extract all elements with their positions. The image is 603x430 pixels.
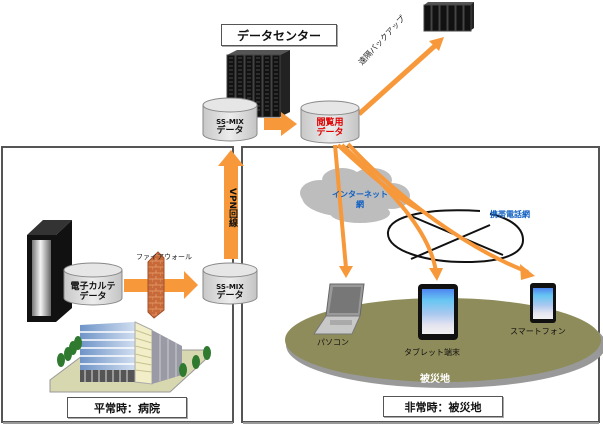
hospital-building	[49, 321, 211, 393]
pc-label: パソコン	[317, 338, 349, 347]
ground-label: 被災地	[420, 374, 450, 385]
backup-arrow	[357, 37, 444, 116]
rack-unit	[439, 4, 448, 32]
internet-label-line1: インターネット	[332, 190, 388, 199]
hospital-ssmix-line2: データ	[216, 291, 244, 302]
internet-label-line2: 網	[356, 200, 364, 210]
distribution-arrows	[333, 142, 529, 274]
rack-unit	[447, 4, 456, 32]
internet-cloud	[300, 168, 410, 223]
dc-ssmix-db-label: SS-MIX データ	[203, 118, 257, 136]
tablet-icon	[418, 284, 458, 340]
emr-line1: 電子カルテ	[70, 282, 116, 292]
dc-ssmix-line2: データ	[216, 126, 244, 137]
hospital-server-tower	[27, 220, 72, 322]
dc-viewer-line1: 閲覧用	[316, 118, 344, 128]
hospital-caption: 平常時：病院	[67, 397, 187, 418]
smartphone-label: スマートフォン	[510, 327, 566, 336]
backup-server-rack	[423, 2, 474, 32]
emr-db-cylinder	[63, 262, 123, 306]
arrow-to-smartphone	[346, 142, 529, 274]
hospital-ssmix-db-cylinder	[202, 262, 258, 305]
tablet-label: タブレット端末	[404, 348, 460, 357]
arrowhead-smartphone	[520, 264, 535, 280]
arrowhead-tablet	[429, 268, 443, 281]
laptop-icon	[313, 283, 365, 335]
firewall-icon	[147, 251, 165, 319]
rack-unit	[455, 4, 464, 32]
dc-ssmix-db-cylinder	[202, 97, 258, 142]
emr-line2: データ	[79, 292, 107, 303]
firewall-label: ファイアウォール	[136, 253, 192, 261]
rack-unit	[423, 4, 432, 32]
arrow-to-tablet	[340, 143, 438, 273]
internet-label: インターネット 網	[330, 190, 390, 211]
data-center-title: データセンター	[221, 24, 337, 46]
dc-transfer-arrow	[264, 112, 297, 136]
disaster-caption: 非常時：被災地	[383, 396, 503, 417]
arrow-extra	[336, 143, 421, 212]
rack-unit	[463, 4, 472, 32]
hospital-ssmix-line1: SS-MIX	[216, 283, 244, 291]
dc-ssmix-line1: SS-MIX	[216, 118, 244, 126]
dc-viewer-db-label: 閲覧用 データ	[301, 118, 359, 139]
dc-viewer-db-cylinder	[300, 100, 360, 144]
arrow-to-pc	[333, 144, 348, 269]
hospital-ssmix-db-label: SS-MIX データ	[203, 283, 257, 301]
vpn-arrow	[218, 150, 244, 259]
arrowhead-pc	[339, 266, 353, 278]
smartphone-icon	[530, 283, 556, 323]
mobile-network-label: 携帯電話網	[490, 210, 530, 219]
rack-unit	[431, 4, 440, 32]
dc-viewer-line2: データ	[316, 128, 344, 139]
emr-db-label: 電子カルテ データ	[64, 282, 122, 303]
vpn-label: VPN回線	[227, 188, 237, 228]
